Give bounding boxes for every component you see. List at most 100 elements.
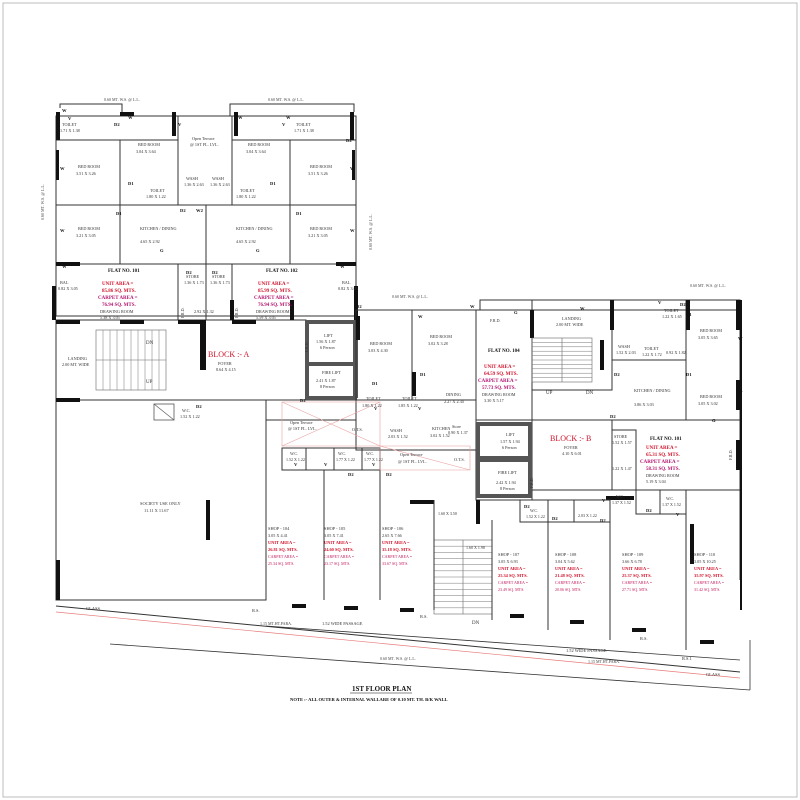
opening-marker-d2: D2 bbox=[680, 302, 686, 307]
frd-label-2: F.R.D. bbox=[234, 308, 239, 318]
opening-marker-d2: D2 bbox=[386, 472, 392, 477]
lift-capacity: 6 Person bbox=[320, 345, 335, 350]
shop-carpet-area-value: 31.42 SQ. MTS. bbox=[694, 587, 720, 592]
toilet-dim: 1.22 X 1.65 bbox=[662, 314, 682, 319]
wash-dim: 1.36 X 2.63 bbox=[210, 182, 230, 187]
opening-marker-v: V bbox=[602, 498, 606, 503]
shop-name: SHOP - 110 bbox=[694, 552, 716, 557]
toilet2-label: TOILET bbox=[150, 188, 165, 193]
dining-dim: 2.27 X 2.34 bbox=[444, 399, 465, 404]
shop-unit-area-label: UNIT AREA = bbox=[324, 540, 352, 545]
toilet-label: TOILET bbox=[664, 308, 679, 313]
shop-carpet-area-value: 23.49 SQ. MTS. bbox=[498, 587, 524, 592]
store-dim: 1.36 X 1.73 bbox=[210, 280, 230, 285]
store-dim: 1.36 X 1.73 bbox=[184, 280, 204, 285]
drawing-room-label: DRAWING ROOM bbox=[482, 392, 516, 397]
foyer-dim: 4.10 X 6.01 bbox=[562, 451, 582, 456]
wash-dim: 2.03 X 1.52 bbox=[388, 434, 408, 439]
bedroom3-label: BED ROOM bbox=[310, 226, 332, 231]
lower-stair-dn: DN bbox=[472, 621, 480, 626]
ws-top-mid: 0.60 MT. W.S. @ L.L. bbox=[268, 97, 304, 102]
shop-dim: 2.65 X 7.66 bbox=[382, 533, 402, 538]
opening-marker-g: G bbox=[712, 418, 716, 423]
toilet2-dim: 1.22 X 1.72 bbox=[642, 352, 662, 357]
opening-marker-g: G bbox=[256, 248, 260, 253]
flat-101-b: BED ROOM 3.05 X 3.65 BED ROOM 3.05 X 3.0… bbox=[612, 308, 722, 484]
opening-marker-d1: D1 bbox=[420, 372, 426, 377]
flat-101-a: TOILET 1.71 X 1.38 BED ROOM 3.04 X 3.64 … bbox=[58, 122, 204, 320]
wash-dim: 1.36 X 2.63 bbox=[184, 182, 204, 187]
shop-carpet-area-value: 20.06 SQ. MTS. bbox=[555, 587, 581, 592]
shop-name: SHOP - 104 bbox=[268, 526, 290, 531]
opening-marker-d1: D1 bbox=[372, 381, 378, 386]
opening-marker-d2: D2 bbox=[346, 138, 352, 143]
opening-marker-v: V bbox=[372, 462, 376, 467]
opening-marker-w: W bbox=[738, 390, 743, 395]
block-b-heavy-walls bbox=[356, 300, 742, 610]
wash-label: WASH bbox=[212, 176, 224, 181]
kitchen-dim: 4.65 X 2.92 bbox=[140, 239, 160, 244]
opening-marker-d2: D2 bbox=[552, 516, 558, 521]
kitchen-dim: 3.02 X 1.52 bbox=[430, 433, 450, 438]
opening-marker-d2: D2 bbox=[196, 404, 202, 409]
unit-area-value: 85.86 SQ. MTS. bbox=[102, 289, 137, 294]
ws-top-left: 0.60 MT. W.S. @ L.L. bbox=[104, 97, 140, 102]
landing-dim: 2.00 MT. WIDE bbox=[62, 362, 90, 367]
carpet-area-value: 57.73 SQ. MTS. bbox=[482, 386, 517, 391]
lift-label: LIFT bbox=[324, 333, 333, 338]
unit-area-label: UNIT AREA = bbox=[484, 365, 516, 370]
opening-marker-w: W bbox=[418, 314, 423, 319]
passage-b-label: 1.52 WIDE PASSAGE bbox=[566, 648, 607, 653]
toilet2-label: TOILET bbox=[240, 188, 255, 193]
ots-label-1: O.T.S. bbox=[352, 427, 363, 432]
wc-b1-dim: 1.52 X 1.22 bbox=[526, 514, 545, 519]
open-terrace-level: @ 1ST FL. LVL. bbox=[190, 142, 219, 147]
foyer-label: FOYER bbox=[564, 445, 578, 450]
fire-lift-capacity: 8 Person bbox=[500, 486, 515, 491]
para-bottom2: 1.15 MT.HT.PARA. bbox=[588, 659, 620, 664]
ws-bottom: 0.60 MT. W.S. @ L.L. bbox=[380, 656, 416, 661]
shop-dim: 3.05 X 6.93 bbox=[498, 559, 518, 564]
flat-label: FLAT NO. 102 bbox=[266, 269, 298, 274]
block-a-stair-treads bbox=[102, 330, 160, 390]
bedroom-dim: 3.04 X 3.64 bbox=[246, 149, 267, 154]
opening-marker-w: W bbox=[470, 304, 475, 309]
shop-carpet-area-value: 25.34 SQ. MTS. bbox=[268, 561, 294, 566]
wc-1-label: W.C. bbox=[290, 451, 298, 456]
carpet-area-label: CARPET AREA = bbox=[478, 379, 518, 384]
terrace2-level: @ 1ST FL. LVL. bbox=[288, 426, 317, 431]
wc-b3-dim: 1.37 X 1.52 bbox=[662, 502, 681, 507]
wash-dim: 1.52 X 2.03 bbox=[616, 350, 636, 355]
glass-label: GLASS bbox=[86, 606, 100, 611]
wc-3-label: W.C. bbox=[366, 451, 374, 456]
bedroom2-dim: 3.51 X 3.26 bbox=[76, 171, 96, 176]
shop-unit-area-value: 26.81 SQ. MTS. bbox=[268, 547, 298, 552]
block-b-stair-treads bbox=[532, 342, 592, 378]
opening-marker-w: W bbox=[340, 264, 345, 269]
opening-marker-d2: D2 bbox=[348, 472, 354, 477]
bedroom3-dim: 3.21 X 3.05 bbox=[308, 233, 328, 238]
toilet2-dim: 1.85 X 1.22 bbox=[398, 403, 418, 408]
carpet-area-value: 58.31 SQ. MTS. bbox=[646, 467, 681, 472]
shop-unit-area-label: UNIT AREA = bbox=[382, 540, 410, 545]
stair-dn: DN bbox=[146, 341, 154, 346]
flat-104-b: BED ROOM 3.03 X 4.30 BED ROOM 3.02 X 3.2… bbox=[362, 334, 520, 439]
passage-lines bbox=[55, 605, 751, 691]
frd-label-3: F.R.D. bbox=[304, 342, 309, 352]
passage-d-dim: 1.60 X 1.98 bbox=[466, 545, 485, 550]
toilet2-dim: 1.80 X 1.22 bbox=[236, 194, 256, 199]
kitchen-label: KITCHEN / DINING bbox=[140, 226, 177, 231]
bedroom-dim: 3.04 X 3.64 bbox=[136, 149, 157, 154]
landing-label: LANDING bbox=[562, 316, 581, 321]
toilet2-label: TOILET bbox=[402, 396, 417, 401]
wc-b1-label: W.C. bbox=[530, 508, 538, 513]
bedroom2-label: BED ROOM bbox=[700, 394, 722, 399]
opening-marker-w: W bbox=[286, 115, 291, 120]
shop-unit-area-value: 21.48 SQ. MTS. bbox=[555, 573, 585, 578]
ws-right: 0.60 MT. W.S. @ L.L. bbox=[690, 283, 726, 288]
store-label: STORE bbox=[212, 274, 226, 279]
store-label: STORE bbox=[614, 434, 628, 439]
